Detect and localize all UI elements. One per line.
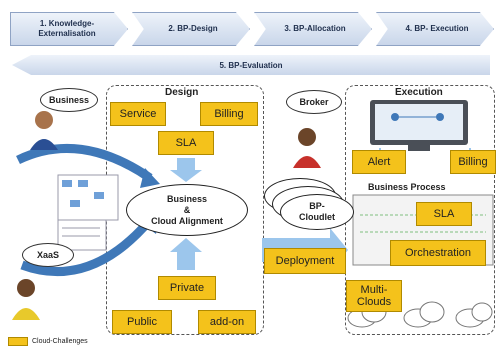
sla-down-arrow	[170, 158, 202, 182]
public-challenge: Public	[112, 310, 172, 334]
execution-sla-challenge: SLA	[416, 202, 472, 226]
step-bp-execution: 4. BP- Execution	[376, 12, 494, 46]
business-person-head	[35, 111, 53, 129]
xaas-flow-arrow	[20, 217, 154, 276]
private-challenge: Private	[158, 276, 216, 300]
execution-title: Execution	[395, 87, 443, 98]
step-knowledge-externalisation: 1. Knowledge-Externalisation	[10, 12, 128, 46]
business-cloud: Business	[40, 88, 98, 112]
design-title: Design	[165, 87, 199, 98]
deployment-challenge: Deployment	[264, 248, 346, 274]
alert-challenge: Alert	[352, 150, 406, 174]
broker-person-head	[298, 128, 316, 146]
sla-challenge: SLA	[158, 131, 214, 155]
xaas-person-body	[12, 308, 40, 320]
addon-challenge: add-on	[198, 310, 256, 334]
business-cloud-alignment: Business & Cloud Alignment	[126, 184, 248, 236]
business-process-label: Business Process	[368, 182, 446, 192]
business-flow-arrow	[16, 143, 153, 182]
legend-swatch	[8, 337, 28, 346]
bp-cloudlet: BP- Cloudlet	[280, 194, 354, 230]
execution-billing-challenge: Billing	[450, 150, 496, 174]
xaas-cloud: XaaS	[22, 243, 74, 267]
private-up-arrow	[170, 238, 202, 270]
step-bp-evaluation: 5. BP-Evaluation	[12, 55, 490, 75]
broker-person-body	[293, 156, 321, 168]
service-challenge: Service	[110, 102, 166, 126]
legend-label: Cloud-Challenges	[32, 338, 88, 345]
multiclouds-challenge: Multi- Clouds	[346, 280, 402, 312]
xaas-person-head	[17, 279, 35, 297]
billing-challenge: Billing	[200, 102, 258, 126]
broker-cloud: Broker	[286, 90, 342, 114]
orchestration-challenge: Orchestration	[390, 240, 486, 266]
business-person-body	[30, 139, 58, 150]
legend: Cloud-Challenges	[8, 337, 88, 346]
step-bp-design: 2. BP-Design	[132, 12, 250, 46]
business-flow-arrowhead	[140, 168, 160, 188]
